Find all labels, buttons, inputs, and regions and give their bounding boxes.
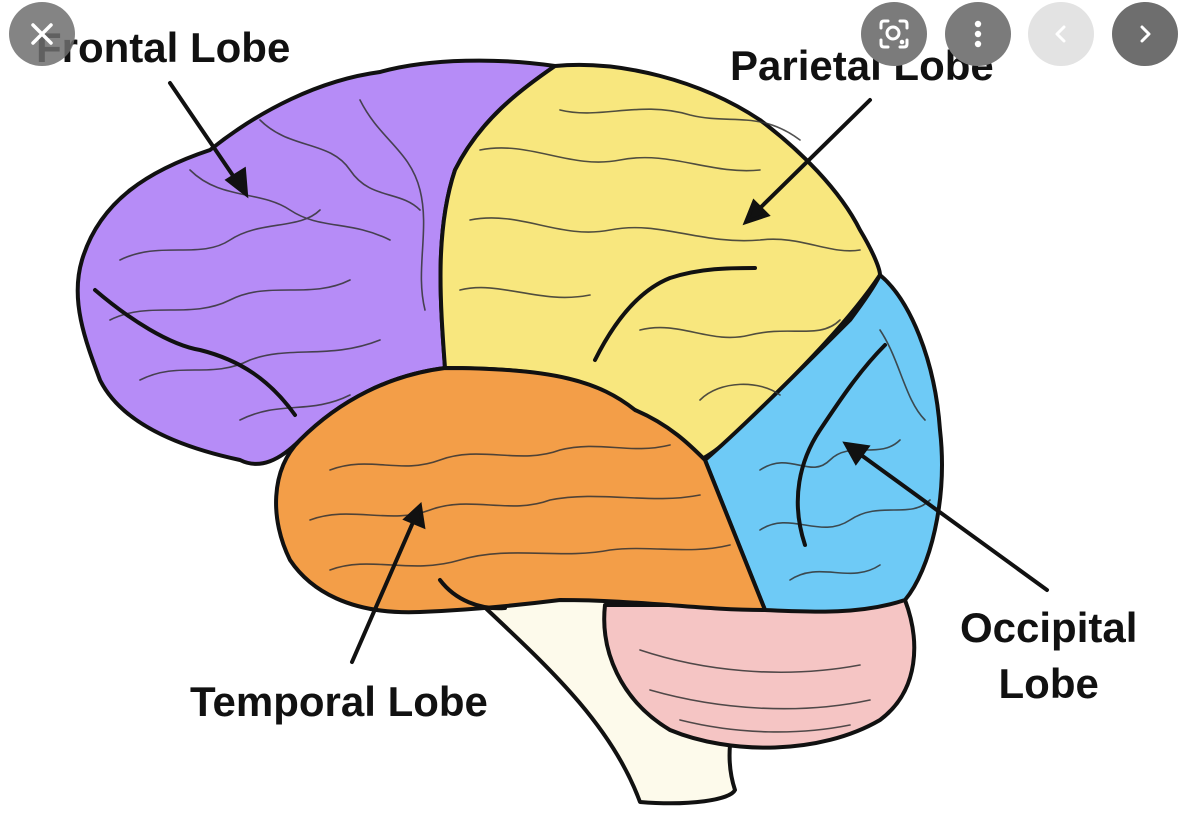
- temporal-lobe-label: Temporal Lobe: [190, 678, 488, 725]
- chevron-right-icon: [1140, 25, 1151, 43]
- lens-search-button[interactable]: [861, 2, 927, 66]
- close-button[interactable]: [9, 2, 75, 66]
- occipital-lobe-label: Occipital Lobe: [960, 600, 1137, 712]
- more-options-button[interactable]: [945, 2, 1011, 66]
- next-image-button[interactable]: [1112, 2, 1178, 66]
- lens-icon: [879, 19, 909, 49]
- previous-image-button[interactable]: [1028, 2, 1094, 66]
- more-vertical-icon: [974, 20, 982, 48]
- occipital-label-line-2: Lobe: [998, 660, 1099, 707]
- chevron-left-icon: [1055, 25, 1066, 43]
- occipital-label-line-1: Occipital: [960, 604, 1138, 651]
- close-icon: [31, 23, 53, 45]
- frontal-lobe-label: Frontal Lobe: [36, 24, 291, 71]
